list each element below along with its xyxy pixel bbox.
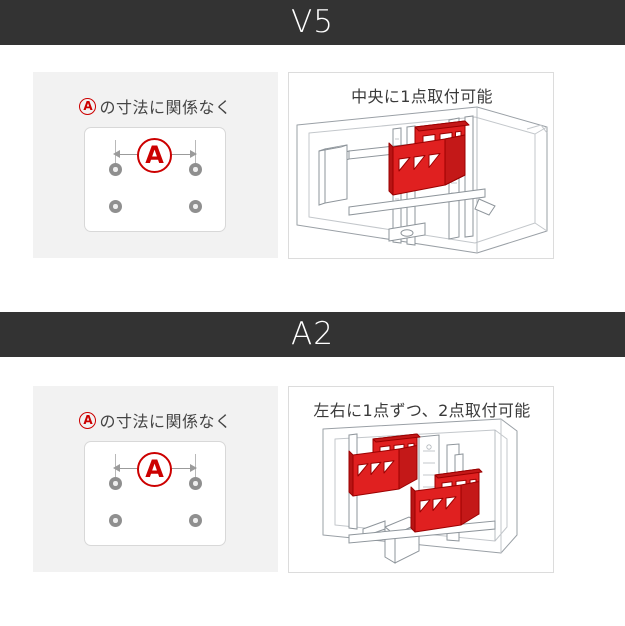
vesa-caption-text: の寸法に関係なく <box>99 98 232 117</box>
arrow-right-icon <box>190 464 197 472</box>
section-title-a2: A2 <box>291 316 334 352</box>
section-header-v5: V5 <box>0 0 625 45</box>
dimension-badge-a: A <box>137 452 172 487</box>
mount-hole <box>109 163 122 176</box>
vesa-caption-a2: A の寸法に関係なく <box>33 408 278 432</box>
illustration-panel-v5: 中央に1点取付可能 <box>288 72 554 259</box>
mount-hole <box>189 163 202 176</box>
illustration-title-v5: 中央に1点取付可能 <box>351 87 493 106</box>
vesa-hole-diagram-v5: A <box>84 127 226 232</box>
badge-a-icon: A <box>79 97 97 115</box>
section-header-a2: A2 <box>0 312 625 357</box>
arrow-left-icon <box>113 150 120 158</box>
badge-a-icon: A <box>79 411 97 429</box>
mount-hole <box>109 200 122 213</box>
vesa-hole-diagram-a2: A <box>84 441 226 546</box>
section-title-v5: V5 <box>291 4 334 40</box>
illustration-title-a2: 左右に1点ずつ、2点取付可能 <box>313 401 531 420</box>
vesa-info-panel-v5: A の寸法に関係なく A <box>33 72 278 258</box>
mount-hole <box>189 200 202 213</box>
vesa-caption-v5: A の寸法に関係なく <box>33 94 278 118</box>
arrow-left-icon <box>113 464 120 472</box>
mount-hole <box>109 477 122 490</box>
vesa-caption-text: の寸法に関係なく <box>99 412 232 431</box>
mount-hole <box>189 477 202 490</box>
mount-hole <box>109 514 122 527</box>
vesa-info-panel-a2: A の寸法に関係なく A <box>33 386 278 572</box>
tv-mount-illustration-dual <box>322 418 518 564</box>
dimension-badge-a: A <box>137 138 172 173</box>
tv-mount-illustration-single <box>296 106 548 254</box>
mount-hole <box>189 514 202 527</box>
illustration-panel-a2: 左右に1点ずつ、2点取付可能 <box>288 386 554 573</box>
arrow-right-icon <box>190 150 197 158</box>
